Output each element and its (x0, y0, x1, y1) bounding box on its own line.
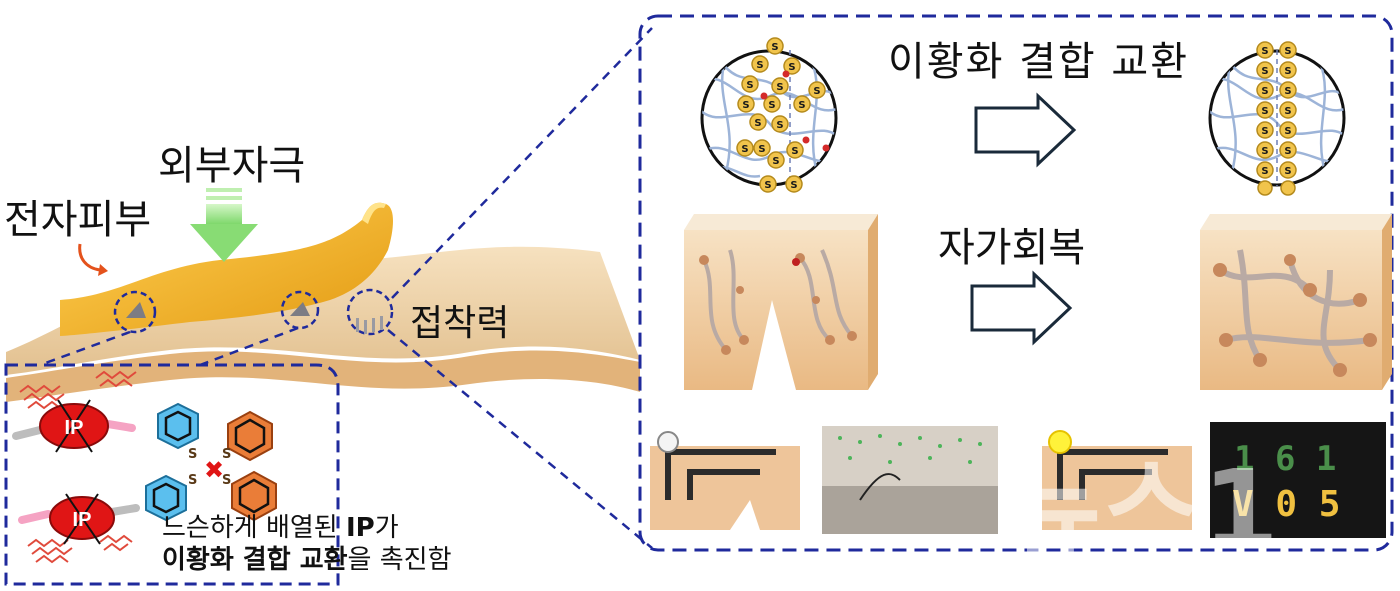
photo-circuit-broken (650, 426, 800, 534)
svg-text:S: S (746, 80, 753, 91)
svg-text:S: S (813, 86, 820, 97)
svg-text:S: S (754, 118, 761, 129)
no-exchange-cross: ✖ (204, 456, 224, 484)
svg-text:S: S (758, 144, 765, 155)
external-stimulus-label: 외부자극 (158, 143, 306, 189)
electronic-skin-film (60, 202, 393, 336)
svg-text:S: S (1261, 126, 1268, 137)
ip-label-2: IP (73, 509, 92, 531)
benzene-orange-1 (227, 410, 273, 462)
led-top-digits: 1 6 1 (1234, 439, 1336, 479)
molecule-panel-border (4, 363, 340, 586)
zoom-circle-1 (113, 290, 157, 334)
caption-exchange: 이황화 결합 교환 (162, 545, 348, 576)
svg-text:S: S (1284, 86, 1291, 97)
caption-ip: IP (345, 513, 375, 543)
eskin-pointer (78, 243, 101, 272)
svg-text:S: S (768, 100, 775, 111)
benzene-blue-1 (157, 402, 199, 450)
svg-text:S: S (1284, 146, 1291, 157)
svg-text:S: S (1261, 146, 1268, 157)
svg-text:S: S (1261, 106, 1268, 117)
zoom-lines (39, 27, 653, 549)
heat-waves (19, 370, 137, 564)
substrate (6, 246, 640, 402)
disulfide-exchange-label: 이황화 결합 교환 (888, 39, 1190, 85)
svg-text:S: S (772, 156, 779, 167)
mechanism-caption: 느슨하게 배열된 IP가 이황화 결합 교환을 촉진함 (162, 512, 452, 576)
svg-text:S: S (771, 42, 778, 53)
arrow-exchange (974, 92, 1077, 168)
svg-text:S: S (790, 180, 797, 191)
broken-bonds (760, 70, 830, 152)
svg-text:S: S (776, 82, 783, 93)
svg-text:S: S (222, 447, 231, 462)
svg-text:S: S (791, 146, 798, 157)
benzene-blue-2 (145, 474, 187, 522)
svg-text:S: S (1261, 166, 1268, 177)
zoom-circle-3 (346, 288, 394, 336)
zoom-circle-2 (280, 290, 320, 330)
self-healing-label: 자가회복 (938, 225, 1086, 271)
photo-breadboard-1 (822, 426, 998, 534)
photo-led-display (1210, 422, 1386, 538)
caption-line-1: 느슨하게 배열된 IP가 (162, 512, 452, 544)
svg-text:S: S (798, 100, 805, 111)
network-circle-after (1208, 49, 1346, 187)
svg-text:S: S (742, 100, 749, 111)
polymer-chains (12, 420, 140, 524)
led-bottom-digits: V 0 5 (1232, 484, 1340, 525)
ip-unit-1: IP (39, 399, 109, 453)
svg-text:S: S (764, 180, 771, 191)
svg-text:S: S (788, 62, 795, 73)
ip-label-1: IP (65, 417, 84, 439)
healed-block (1200, 214, 1392, 390)
caption-text-a: 느슨하게 배열된 (162, 513, 346, 543)
sulfur-atoms (736, 37, 1297, 196)
adhesion-pillars (356, 316, 383, 334)
svg-text:S: S (1261, 86, 1268, 97)
caption-line-2: 이황화 결합 교환을 촉진함 (162, 544, 452, 576)
photo-circuit-lit (1042, 426, 1192, 534)
svg-text:S: S (1284, 46, 1291, 57)
svg-text:S: S (1284, 66, 1291, 77)
arrow-healing (970, 270, 1073, 346)
svg-text:S: S (222, 473, 231, 488)
ip-unit-2: IP (49, 493, 115, 545)
watermark-logo: 뉴스1 (1000, 446, 1279, 574)
damaged-block (684, 214, 878, 390)
svg-text:S: S (188, 447, 197, 462)
svg-text:S: S (188, 473, 197, 488)
stimulus-arrow (190, 188, 258, 262)
electronic-skin-label: 전자피부 (4, 197, 152, 243)
eskin-pointer-head (98, 264, 108, 276)
svg-text:S: S (776, 120, 783, 131)
caption-text-c: 가 (374, 513, 399, 543)
svg-text:S: S (1261, 66, 1268, 77)
svg-text:S: S (1284, 126, 1291, 137)
svg-text:S: S (1284, 166, 1291, 177)
svg-text:S: S (1284, 106, 1291, 117)
svg-text:S: S (741, 144, 748, 155)
caption-text-end: 을 촉진함 (347, 545, 452, 576)
svg-text:S: S (756, 60, 763, 71)
svg-text:S: S (1261, 46, 1268, 57)
adhesion-label: 접착력 (410, 303, 510, 344)
benzene-orange-2 (231, 470, 277, 522)
